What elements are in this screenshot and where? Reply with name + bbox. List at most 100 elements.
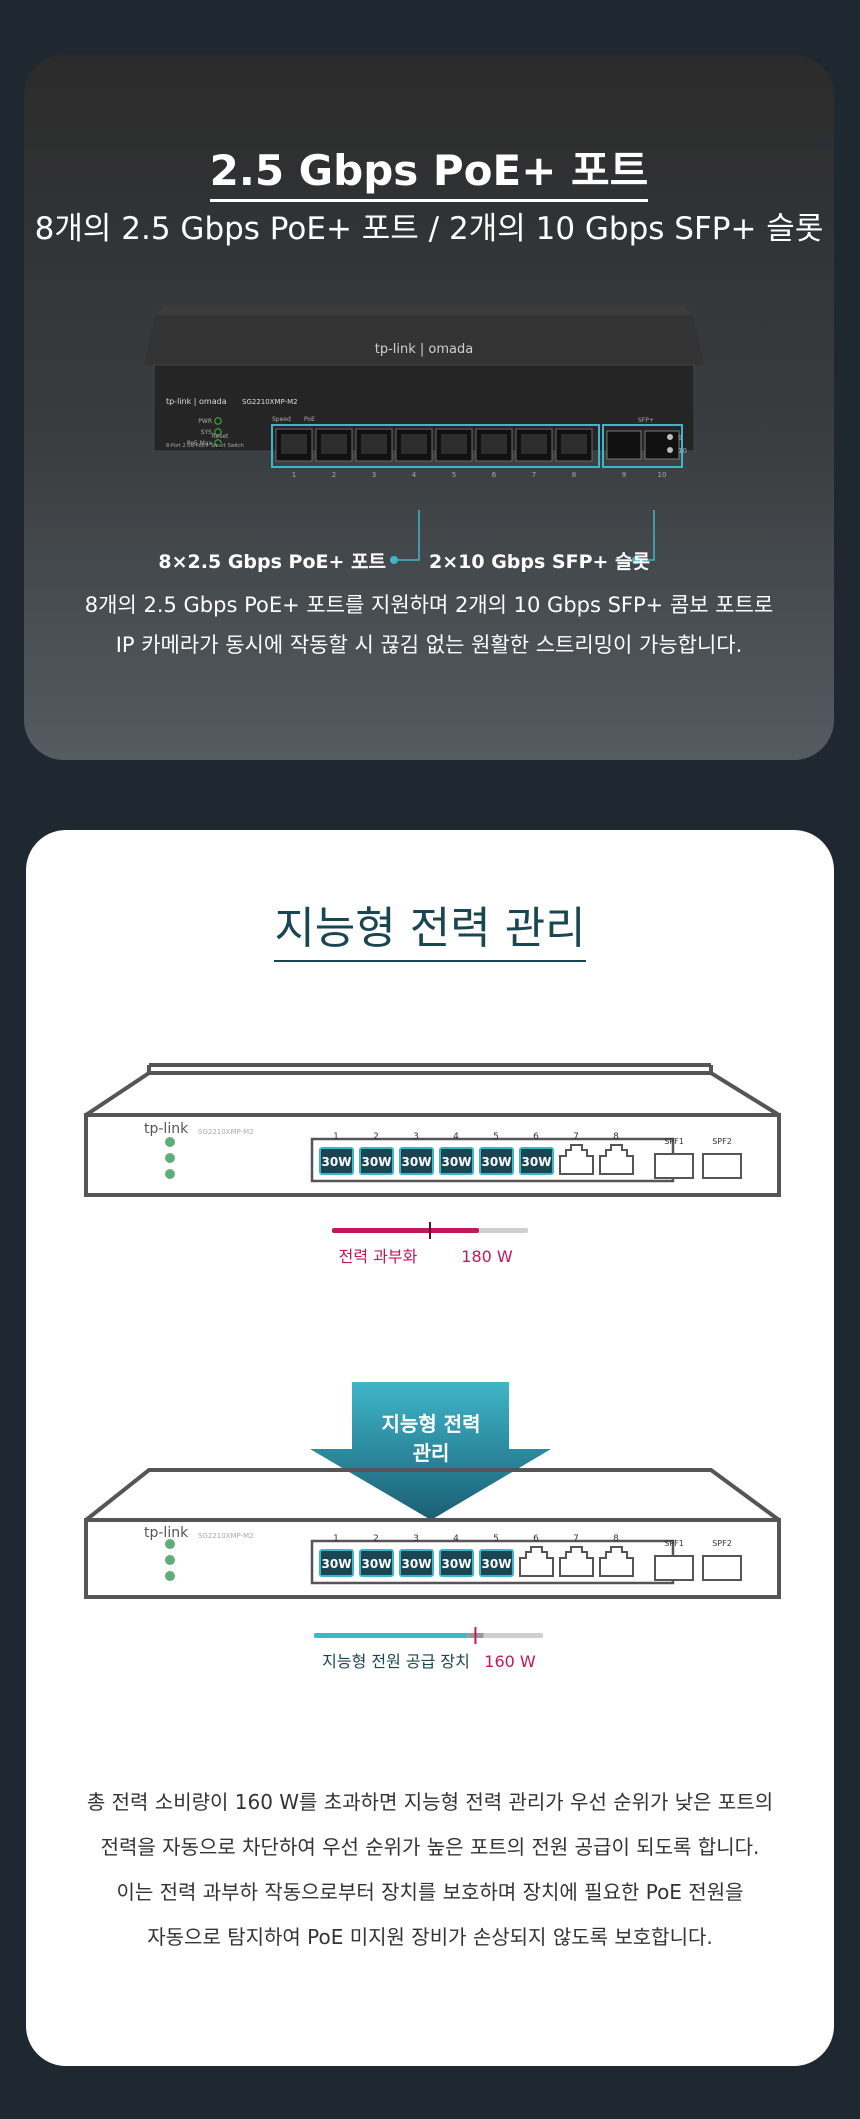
description-line: 이는 전력 과부하 작동으로부터 장치를 보호하며 장치에 필요한 PoE 전원… bbox=[116, 1880, 744, 1904]
description-line: 전력을 자동으로 차단하여 우선 순위가 높은 포트의 전원 공급이 되도록 합… bbox=[100, 1835, 760, 1859]
status-led bbox=[165, 1555, 175, 1565]
port-power-label: 30W bbox=[402, 1557, 432, 1571]
port-number: 2 bbox=[373, 1534, 379, 1544]
rj45-port-inner bbox=[281, 434, 307, 454]
port-number: 2 bbox=[373, 1132, 379, 1142]
switch-product-illustration: tp-link | omada tp-link | omada SG2210XM… bbox=[144, 305, 704, 573]
rj45-port-inner bbox=[481, 434, 507, 454]
speed-label: Speed bbox=[272, 416, 291, 423]
port-number: 9 bbox=[622, 471, 626, 479]
sfp-led-label: 10 bbox=[678, 447, 687, 455]
poe-ports-card: 2.5 Gbps PoE+ 포트 8개의 2.5 Gbps PoE+ 포트 / … bbox=[24, 55, 834, 760]
sfp-label: SPF1 bbox=[664, 1137, 684, 1146]
port-number: 6 bbox=[533, 1132, 539, 1142]
sfp-led bbox=[667, 447, 673, 453]
led-label: PoE Max bbox=[187, 440, 213, 447]
port-number: 5 bbox=[493, 1534, 499, 1544]
led-label: PWR bbox=[198, 418, 212, 425]
switch-logo: tp-link bbox=[144, 1121, 189, 1137]
port-number: 3 bbox=[413, 1132, 419, 1142]
port-number: 8 bbox=[613, 1534, 619, 1544]
description-line: 총 전력 소비량이 160 W를 초과하면 지능형 전력 관리가 우선 순위가 … bbox=[86, 1790, 774, 1814]
power-bar-bottom: 지능형 전원 공급 장치 160 W bbox=[314, 1627, 543, 1671]
sfp-label: SPF1 bbox=[664, 1539, 684, 1548]
power-bar-fill bbox=[332, 1228, 479, 1233]
section2-title: 지능형 전력 관리 bbox=[26, 892, 834, 962]
powered-port bbox=[359, 1549, 394, 1577]
port-number: 3 bbox=[372, 471, 376, 479]
sfp-label: SPF2 bbox=[712, 1137, 732, 1146]
status-led bbox=[165, 1169, 175, 1179]
port-power-label: 30W bbox=[442, 1557, 472, 1571]
poe-ports-highlight bbox=[271, 424, 600, 468]
port-number: 7 bbox=[573, 1132, 579, 1142]
port-number: 2 bbox=[332, 471, 336, 479]
overload-label: 전력 과부화 bbox=[339, 1247, 418, 1266]
port-number: 1 bbox=[333, 1132, 339, 1142]
description-line: 자동으로 탐지하여 PoE 미지원 장비가 손상되지 않도록 보호합니다. bbox=[147, 1925, 713, 1949]
port-power-label: 30W bbox=[442, 1155, 472, 1169]
sfp-slots-callout: 2×10 Gbps SFP+ 슬롯 bbox=[429, 551, 650, 573]
port-number: 4 bbox=[453, 1132, 459, 1142]
sfp-slot bbox=[702, 1555, 742, 1581]
switch-logo: tp-link bbox=[144, 1525, 189, 1541]
poe-ports-callout: 8×2.5 Gbps PoE+ 포트 bbox=[158, 551, 386, 573]
powered-port bbox=[439, 1549, 474, 1577]
switch-footer-label: 8-Port 2.5G PoE+ Smart Switch bbox=[166, 443, 244, 449]
unpowered-port bbox=[519, 1546, 554, 1577]
powered-port bbox=[319, 1549, 354, 1577]
port-power-label: 30W bbox=[402, 1155, 432, 1169]
port-power-label: 30W bbox=[522, 1155, 552, 1169]
section1-description: 8개의 2.5 Gbps PoE+ 포트를 지원하며 2개의 10 Gbps S… bbox=[24, 585, 834, 665]
switch-logo: tp-link | omada bbox=[166, 397, 227, 406]
unpowered-port bbox=[599, 1546, 634, 1577]
port-number: 4 bbox=[453, 1534, 459, 1544]
unpowered-port bbox=[599, 1144, 634, 1175]
port-number: 1 bbox=[292, 471, 296, 479]
port-number: 3 bbox=[413, 1534, 419, 1544]
description-line: IP 카메라가 동시에 작동할 시 끊김 없는 원활한 스트리밍이 가능합니다. bbox=[115, 633, 743, 657]
status-led bbox=[165, 1571, 175, 1581]
status-led bbox=[165, 1153, 175, 1163]
sfp-slot bbox=[644, 430, 680, 460]
down-arrow: 지능형 전력 관리 bbox=[310, 1382, 551, 1520]
arrow-label-line: 지능형 전력 bbox=[382, 1412, 481, 1436]
switch-model: SG2210XMP-M2 bbox=[198, 1128, 254, 1136]
rj45-port-inner bbox=[521, 434, 547, 454]
rj45-port-inner bbox=[561, 434, 587, 454]
port-number: 7 bbox=[532, 471, 536, 479]
description-line: 8개의 2.5 Gbps PoE+ 포트를 지원하며 2개의 10 Gbps S… bbox=[84, 593, 774, 617]
switch-model: SG2210XMP-M2 bbox=[242, 398, 298, 406]
powered-port bbox=[439, 1147, 474, 1175]
rj45-port-inner bbox=[321, 434, 347, 454]
status-led bbox=[165, 1539, 175, 1549]
status-led bbox=[214, 417, 222, 425]
switch-top-logo: tp-link | omada bbox=[375, 342, 473, 357]
section2-description: 총 전력 소비량이 160 W를 초과하면 지능형 전력 관리가 우선 순위가 … bbox=[26, 1780, 834, 1960]
power-bar-top: 전력 과부화 180 W bbox=[332, 1222, 528, 1266]
port-number: 6 bbox=[492, 471, 497, 479]
port-number: 5 bbox=[452, 471, 456, 479]
switch-model: SG2210XMP-M2 bbox=[198, 1532, 254, 1540]
port-power-label: 30W bbox=[322, 1557, 352, 1571]
port-power-label: 30W bbox=[362, 1155, 392, 1169]
unpowered-port bbox=[559, 1144, 594, 1175]
port-number: 5 bbox=[493, 1132, 499, 1142]
power-management-card: 지능형 전력 관리 tp-link SG2210XMP-M2 1 30W 2 30W 3… bbox=[26, 830, 834, 2066]
rj45-port-inner bbox=[361, 434, 387, 454]
sfp-label: SFP+ bbox=[638, 417, 654, 424]
port-number: 10 bbox=[658, 471, 667, 479]
power-bar-fill bbox=[314, 1633, 468, 1638]
sfp-slot bbox=[654, 1153, 694, 1179]
status-led bbox=[165, 1137, 175, 1147]
powered-port bbox=[319, 1147, 354, 1175]
powered-port bbox=[359, 1147, 394, 1175]
port-power-label: 30W bbox=[322, 1155, 352, 1169]
port-number: 8 bbox=[572, 471, 576, 479]
section1-title: 2.5 Gbps PoE+ 포트 bbox=[24, 137, 834, 202]
switch-diagram-bottom: tp-link SG2210XMP-M2 130W230W330W430W530… bbox=[84, 1468, 781, 1599]
sfp-led-label: 9 bbox=[678, 434, 682, 442]
powered-port bbox=[399, 1147, 434, 1175]
sfp-slot bbox=[702, 1153, 742, 1179]
sfp-label: SPF2 bbox=[712, 1539, 732, 1548]
